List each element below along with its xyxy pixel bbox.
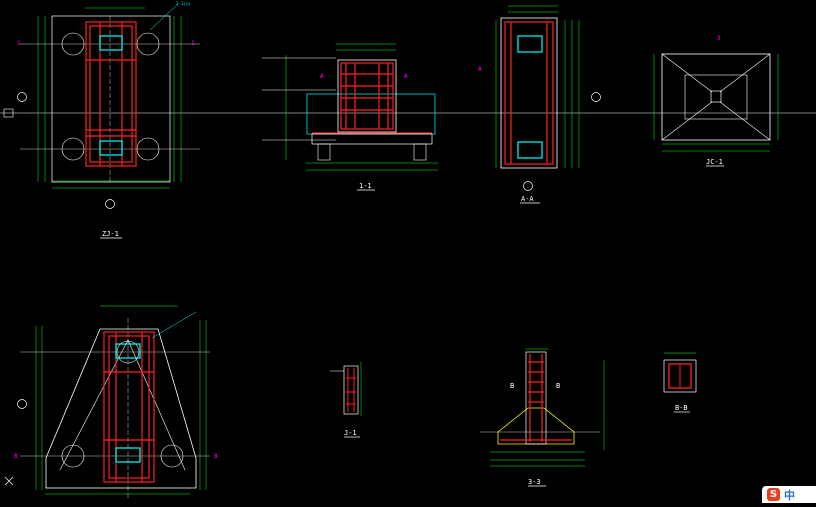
label-b-b: B-B xyxy=(675,404,688,412)
ime-logo-icon[interactable]: S xyxy=(767,488,780,501)
view-section-b-b[interactable]: B-B xyxy=(663,352,697,413)
view-zj1[interactable]: 1-1▯▯▯ 1 1 ZJ-1 xyxy=(3,1,200,239)
svg-text:1: 1 xyxy=(17,40,21,47)
view-section-a-a[interactable]: A A-A xyxy=(478,5,601,204)
view-j1[interactable]: J-1 xyxy=(330,362,362,438)
label-j1: J-1 xyxy=(344,429,357,437)
ime-mode-toggle[interactable]: 中 xyxy=(784,489,795,502)
label-jc1: JC-1 xyxy=(706,158,723,166)
mark-b-33: B xyxy=(510,382,514,390)
label-1-1: 1-1 xyxy=(359,182,372,190)
view-section-3-3[interactable]: B B 3-3 xyxy=(480,348,605,487)
mark-a-right: A xyxy=(404,73,408,80)
mark-b-left: B xyxy=(14,453,18,460)
mark-b-right: B xyxy=(214,453,218,460)
label-3-3: 3-3 xyxy=(528,478,541,486)
ime-toolbar[interactable]: S 中 xyxy=(762,486,816,503)
svg-text:1-1▯▯▯: 1-1▯▯▯ xyxy=(176,1,190,6)
label-a-a: A-A xyxy=(521,195,534,203)
mark-b-33b: B xyxy=(556,382,560,390)
view-section-1-1[interactable]: A A 1-1 xyxy=(262,43,438,191)
mark-3-top: 3 xyxy=(717,35,721,42)
label-zj1: ZJ-1 xyxy=(102,230,119,238)
mark-a-left: A xyxy=(320,73,324,80)
view-tapered-plan[interactable]: B B xyxy=(4,305,218,498)
svg-text:1: 1 xyxy=(191,40,195,47)
mark-a-aa: A xyxy=(478,66,482,73)
view-jc1[interactable]: 3 JC-1 xyxy=(653,35,779,167)
